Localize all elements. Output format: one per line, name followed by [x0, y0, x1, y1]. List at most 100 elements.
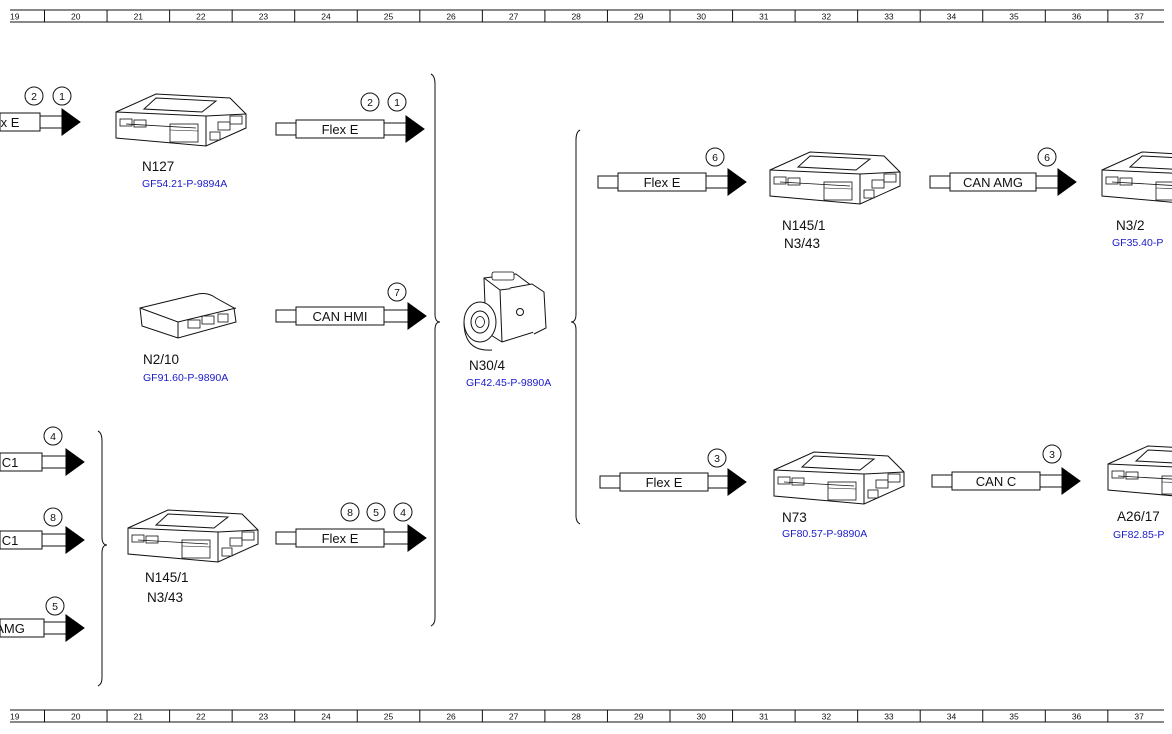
ruler-bottom-cell-30: 30: [697, 712, 707, 722]
bus-left-c1-a-ref-number-4: 4: [50, 431, 56, 443]
ruler-top-cell-35: 35: [1009, 12, 1019, 22]
ruler-bottom-cell-29: 29: [634, 712, 644, 722]
bus-left-c1-b-ref-number-8: 8: [50, 512, 56, 524]
module-n73[interactable]: N73 GF80.57-P-9890A: [773, 451, 905, 540]
bus-n127-flexe-ref-number-1: 1: [394, 97, 400, 109]
bus-right-flexe-top-label: Flex E: [644, 175, 681, 190]
bus-can-hmi-ref-circle-7: [387, 282, 407, 302]
bus-can-c[interactable]: CAN C3: [931, 444, 1081, 495]
bus-n127-flexe-arrow-icon: [405, 115, 425, 143]
bus-left-c1-b-label: C1: [2, 533, 19, 548]
ruler-top-cell-32: 32: [822, 12, 832, 22]
bus-left-flexe-ref-circle-2: [24, 86, 44, 106]
ruler-top-cell-19: 19: [10, 12, 20, 22]
bus-can-hmi-ref-number-7: 7: [394, 287, 400, 299]
bus-n127-flexe-ref-number-2: 2: [367, 97, 373, 109]
bus-n145-flexe-arrow-icon: [407, 524, 427, 552]
module-n2-10-reference[interactable]: GF91.60-P-9890A: [143, 372, 228, 384]
module-n30-4-reference[interactable]: GF42.45-P-9890A: [466, 377, 551, 389]
bus-can-amg[interactable]: CAN AMG 6: [929, 147, 1077, 196]
bus-left-flexe-ref-number-2: 2: [31, 91, 37, 103]
bus-n145-flexe-ref-number-8: 8: [347, 507, 353, 519]
ruler-top-cell-27: 27: [509, 12, 519, 22]
bus-n127-flexe-label: Flex E: [322, 122, 359, 137]
ruler-bottom-cell-28: 28: [571, 712, 581, 722]
module-n3-2[interactable]: N3/2 GF35.40-P: [1101, 151, 1172, 249]
ruler-bottom-cell-24: 24: [321, 712, 331, 722]
ruler-bottom-cell-27: 27: [509, 712, 519, 722]
bus-right-flexe-bottom[interactable]: Flex E3: [599, 448, 747, 496]
bus-left-c1-a-label: C1: [2, 455, 19, 470]
module-a26-17[interactable]: A26/17 GF82.85-P: [1107, 445, 1172, 541]
bus-n145-flexe-ref-circle-5: [366, 502, 386, 522]
bus-n127-flexe[interactable]: Flex E 2 1: [275, 92, 425, 143]
bus-can-c-arrow-icon: [1061, 467, 1081, 495]
ruler-top-cell-34: 34: [947, 12, 957, 22]
ruler-top-cell-23: 23: [259, 12, 269, 22]
module-n30-4[interactable]: N30/4 GF42.45-P-9890A: [463, 271, 551, 389]
ruler-bottom-cell-37: 37: [1134, 712, 1144, 722]
bus-can-hmi[interactable]: CAN HMI 7: [275, 282, 427, 330]
ruler-top-cell-31: 31: [759, 12, 769, 22]
bus-right-flexe-top-ref-circle-6: [705, 147, 725, 167]
ruler-bottom-cell-23: 23: [259, 712, 269, 722]
bus-n145-flexe-ref-circle-8: [340, 502, 360, 522]
module-n145-1-right[interactable]: N145/1 N3/43: [769, 151, 901, 251]
ruler-bottom-cell-32: 32: [822, 712, 832, 722]
module-n127-reference[interactable]: GF54.21-P-9894A: [142, 178, 227, 190]
bus-n145-flexe-ref-number-5: 5: [373, 507, 379, 519]
bus-left-c1-b-arrow-icon: [65, 526, 85, 554]
ruler-bottom-cell-25: 25: [384, 712, 394, 722]
ruler-top-cell-37: 37: [1134, 12, 1144, 22]
module-n145-1-left[interactable]: N145/1 N3/43: [127, 509, 259, 605]
module-n127[interactable]: N127 GF54.21-P-9894A: [115, 93, 247, 190]
ruler-bottom-cell-31: 31: [759, 712, 769, 722]
bus-can-c-ref-circle-3: [1042, 444, 1062, 464]
bracket-lower-left-group: [97, 430, 108, 687]
bus-right-flexe-top[interactable]: Flex E6: [597, 147, 747, 196]
module-n73-reference[interactable]: GF80.57-P-9890A: [782, 528, 867, 540]
bus-can-amg-label: CAN AMG: [963, 175, 1023, 190]
module-n145-1-right-label: N145/1: [782, 218, 826, 233]
ruler-top-cell-28: 28: [571, 12, 581, 22]
ruler-bottom-cell-22: 22: [196, 712, 206, 722]
module-n73-label: N73: [782, 510, 807, 525]
bus-can-hmi-label: CAN HMI: [313, 309, 368, 324]
module-n3-2-label: N3/2: [1116, 218, 1145, 233]
ruler-bottom-cell-19: 19: [10, 712, 20, 722]
module-a26-17-reference[interactable]: GF82.85-P: [1113, 529, 1164, 541]
ruler-top-cell-30: 30: [697, 12, 707, 22]
bus-can-amg-ref-number-6: 6: [1044, 152, 1050, 164]
bus-can-hmi-arrow-icon: [407, 302, 427, 330]
module-n2-10[interactable]: N2/10 GF91.60-P-9890A: [139, 293, 237, 385]
ruler-bottom-cell-26: 26: [446, 712, 456, 722]
ruler-top-cell-24: 24: [321, 12, 331, 22]
ruler-bottom-cell-20: 20: [71, 712, 81, 722]
bus-left-c1-a[interactable]: C1 4: [0, 426, 85, 476]
ruler-bottom-cell-21: 21: [134, 712, 144, 722]
bus-right-flexe-bottom-ref-circle-3: [707, 448, 727, 468]
bus-n127-flexe-ref-circle-2: [360, 92, 380, 112]
ruler-top-cell-21: 21: [134, 12, 144, 22]
ruler-top-cell-36: 36: [1072, 12, 1082, 22]
module-n3-2-reference[interactable]: GF35.40-P: [1112, 237, 1163, 249]
bus-left-amg-arrow-icon: [65, 614, 85, 642]
bus-left-c1-b[interactable]: C1 8: [0, 507, 85, 554]
bus-left-flexe-arrow-icon: [61, 108, 81, 136]
bus-left-c1-a-arrow-icon: [65, 448, 85, 476]
bus-n145-flexe-label: Flex E: [322, 531, 359, 546]
bus-right-flexe-top-arrow-icon: [727, 168, 747, 196]
ruler-bottom-cell-35: 35: [1009, 712, 1019, 722]
ruler-bottom-cell-33: 33: [884, 712, 894, 722]
bus-can-amg-arrow-icon: [1057, 168, 1077, 196]
module-n145-1-left-label: N145/1: [145, 570, 189, 585]
bus-n145-flexe-ref-circle-4: [393, 502, 413, 522]
bus-left-amg[interactable]: AMG5: [0, 596, 85, 642]
module-n2-10-label: N2/10: [143, 352, 179, 367]
module-n30-4-label: N30/4: [469, 358, 506, 373]
